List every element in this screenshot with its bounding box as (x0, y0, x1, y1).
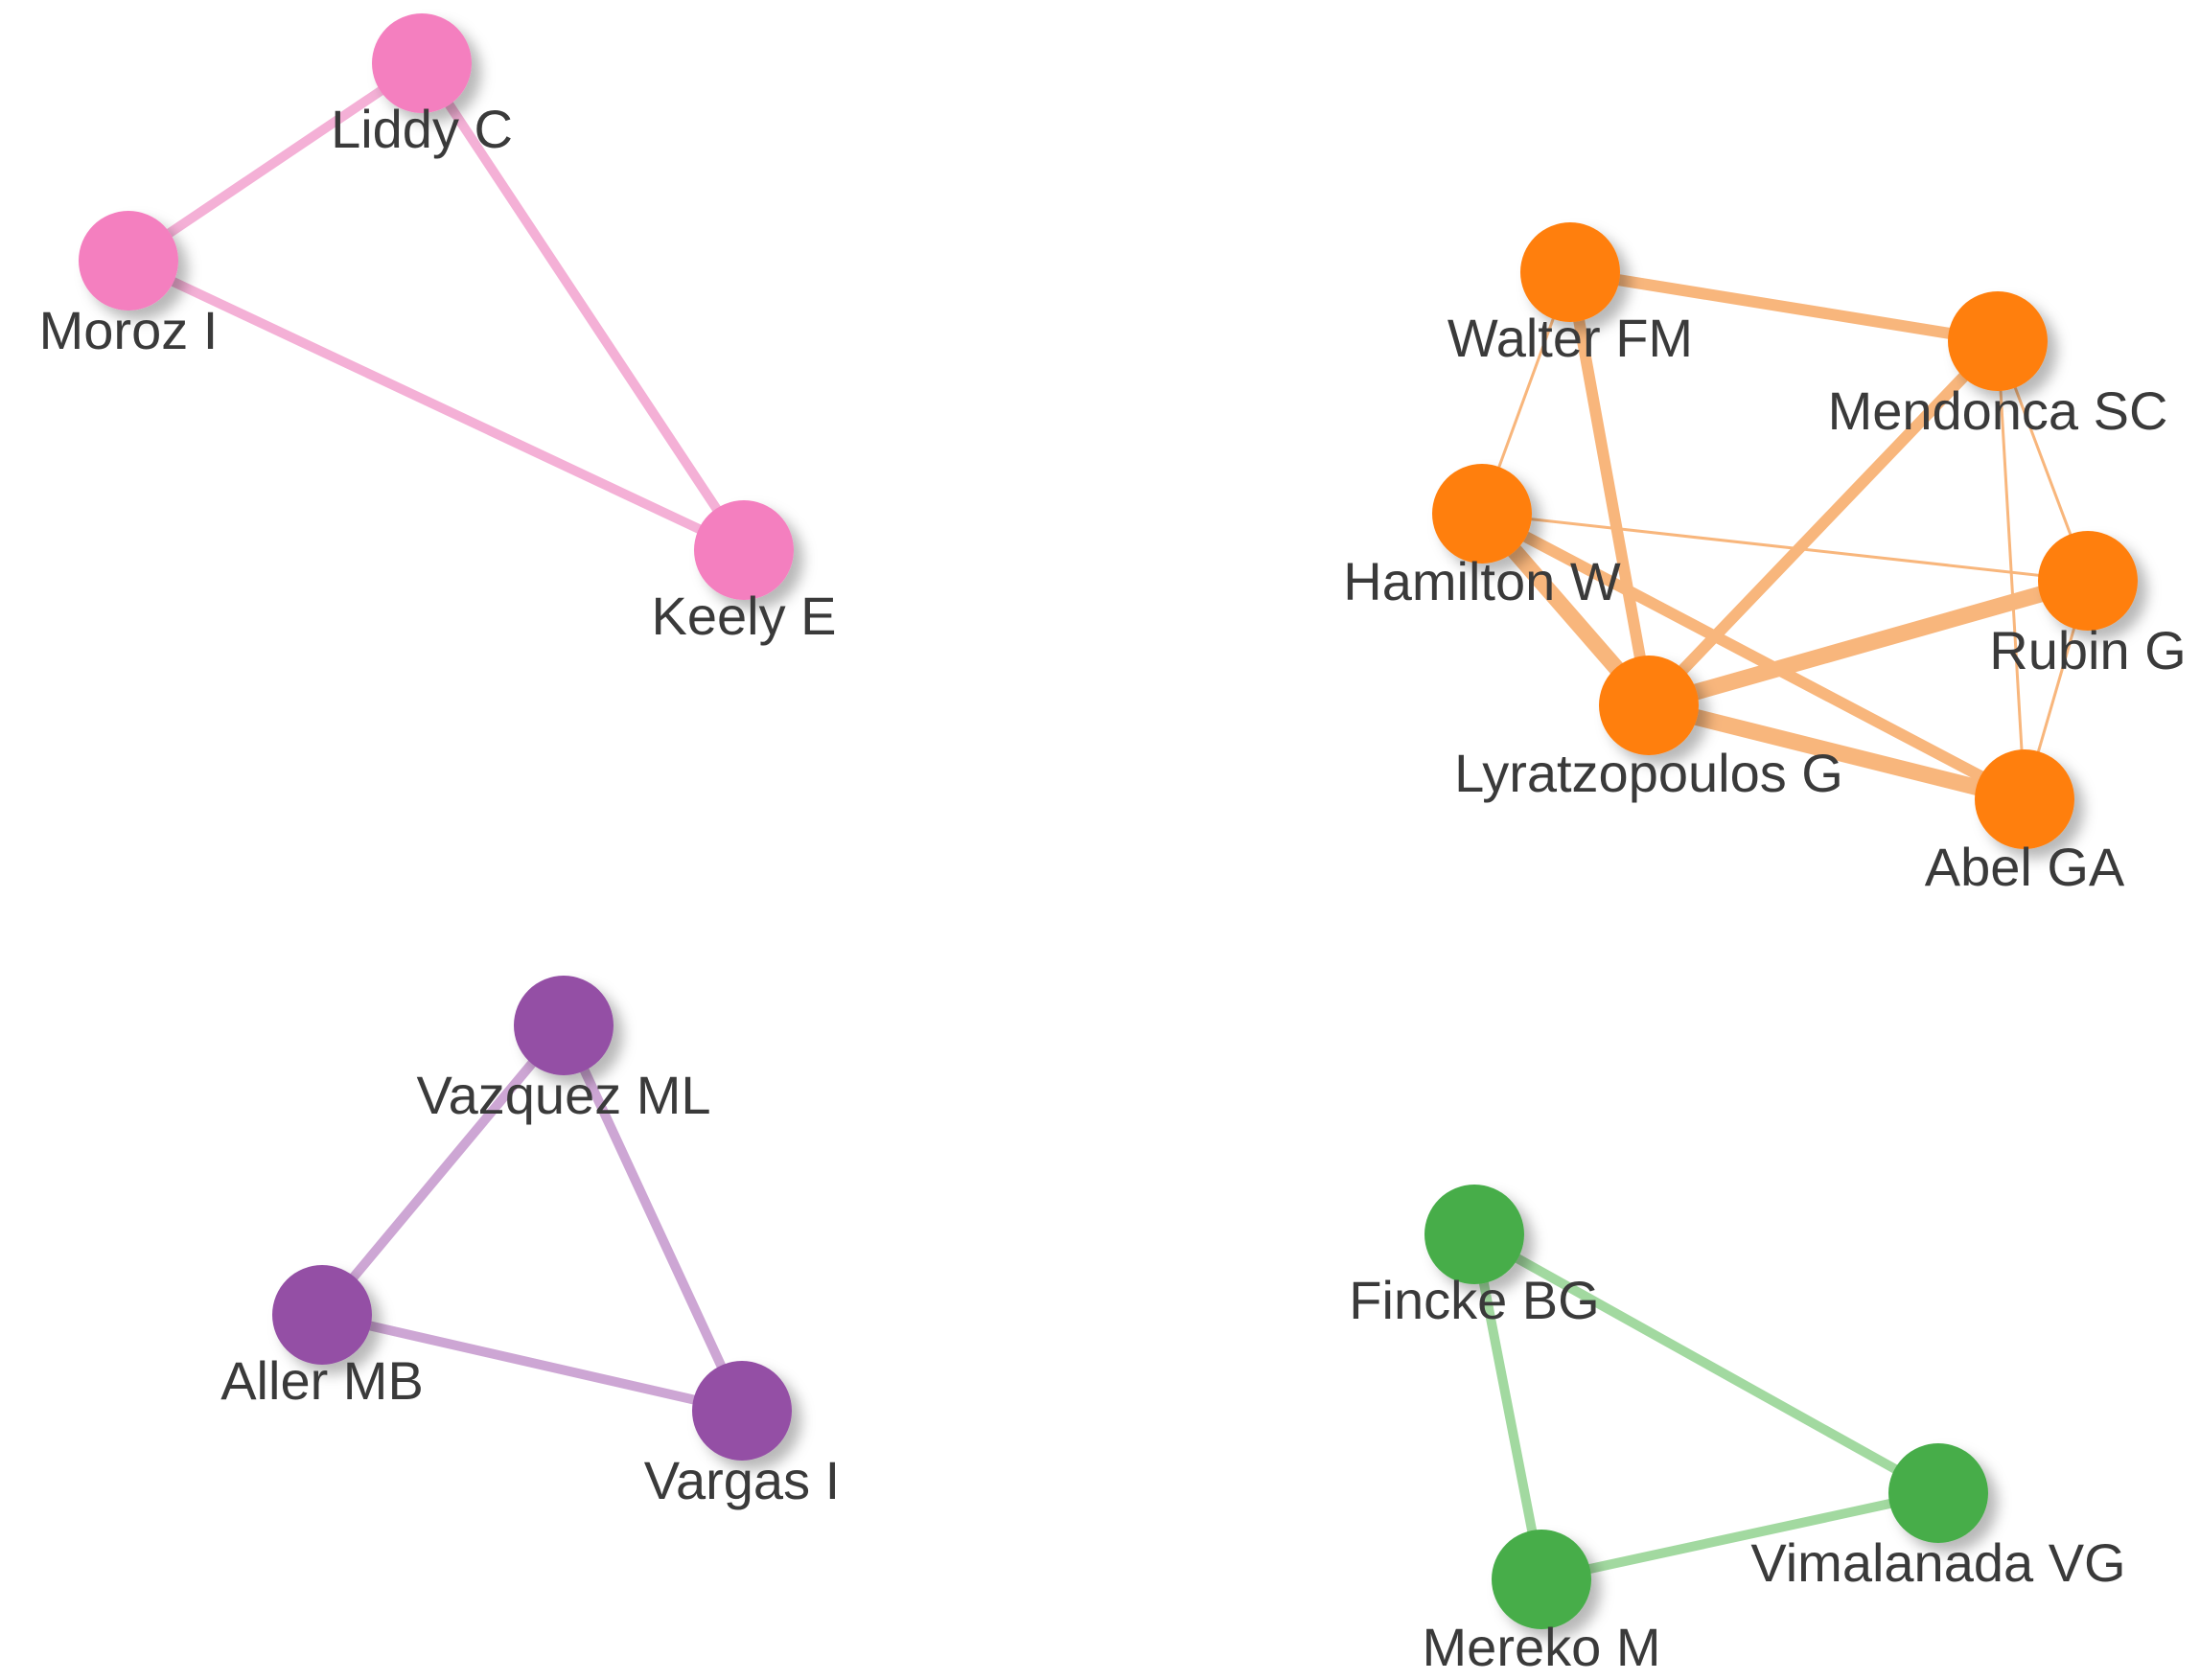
edge-walter-lyratzopoulos (1564, 266, 1655, 711)
node-label-abel: Abel GA (1925, 837, 2125, 897)
edge-hamilton-rubin (1480, 512, 2090, 583)
node-keely[interactable] (694, 500, 794, 600)
node-label-hamilton: Hamilton W (1343, 551, 1621, 611)
edge-mendonca-abel (1996, 339, 2026, 801)
edge-hamilton-abel (1476, 508, 2030, 805)
node-label-mereko: Mereko M (1423, 1617, 1661, 1677)
node-mendonca[interactable] (1948, 291, 2048, 391)
node-hamilton[interactable] (1432, 464, 1532, 564)
node-label-keely: Keely E (652, 586, 837, 646)
node-label-vimalanada: Vimalanada VG (1750, 1532, 2125, 1593)
node-moroz[interactable] (79, 211, 178, 311)
node-fincke[interactable] (1424, 1185, 1524, 1284)
node-label-liddy: Liddy C (331, 99, 513, 159)
node-label-mendonca: Mendonca SC (1828, 380, 2168, 441)
edge-vazquez-vargas (559, 1021, 747, 1415)
node-vargas[interactable] (692, 1361, 792, 1461)
node-label-vargas: Vargas I (644, 1450, 840, 1510)
nodes-layer (79, 13, 2138, 1629)
node-label-aller: Aller MB (220, 1350, 424, 1411)
node-liddy[interactable] (372, 13, 472, 113)
node-vimalanada[interactable] (1888, 1443, 1988, 1543)
node-abel[interactable] (1975, 749, 2074, 849)
edge-fincke-mereko (1470, 1230, 1546, 1584)
node-label-walter: Walter FM (1447, 308, 1693, 368)
node-label-rubin: Rubin G (1989, 620, 2186, 680)
node-label-lyratzopoulos: Lyratzopoulos G (1454, 743, 1843, 803)
node-label-vazquez: Vazquez ML (416, 1065, 710, 1125)
edge-aller-vargas (317, 1310, 747, 1415)
edge-mendonca-lyratzopoulos (1643, 335, 2003, 711)
edge-fincke-vimalanada (1470, 1230, 1943, 1498)
labels-layer: Liddy C Moroz I Keely E Walter FM Mendonca S… (39, 99, 2187, 1677)
node-mereko[interactable] (1492, 1530, 1591, 1629)
edge-moroz-keely (124, 256, 749, 555)
edge-walter-mendonca (1564, 266, 2003, 347)
edge-vimalanada-mereko (1537, 1488, 1943, 1584)
node-lyratzopoulos[interactable] (1599, 656, 1699, 755)
edge-lyratzopoulos-rubin (1640, 572, 2096, 714)
node-walter[interactable] (1520, 222, 1620, 322)
edge-vazquez-aller (317, 1021, 568, 1320)
node-aller[interactable] (272, 1265, 372, 1365)
node-vazquez[interactable] (514, 976, 614, 1075)
edge-lyratzopoulos-abel (1640, 697, 2033, 808)
node-rubin[interactable] (2038, 531, 2138, 631)
node-label-fincke: Fincke BG (1349, 1270, 1599, 1330)
node-label-moroz: Moroz I (39, 300, 219, 360)
edge-liddy-moroz (124, 58, 427, 265)
edge-liddy-keely (417, 58, 749, 555)
